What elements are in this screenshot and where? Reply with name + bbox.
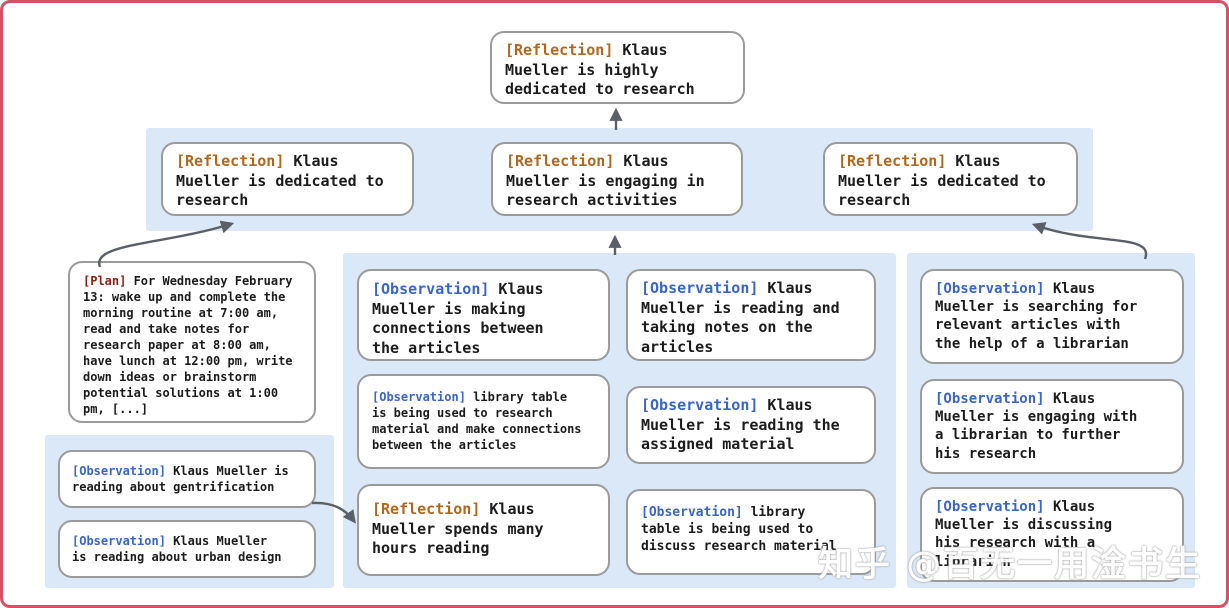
node-text: Klaus Mueller is engaging with a librari…: [935, 391, 1138, 462]
node-text: Klaus Mueller is dedicated to research: [176, 152, 384, 209]
reflection-tag: [Reflection]: [838, 152, 947, 170]
node-plan: [Plan]For Wednesday February 13: wake up…: [68, 261, 316, 423]
reflection-tag: [Reflection]: [505, 41, 614, 59]
node-text: Klaus Mueller is making connections betw…: [372, 280, 544, 357]
node-observation-gentrification: [Observation]Klaus Mueller is reading ab…: [58, 450, 316, 508]
node-reflection-middle: [Reflection]Klaus Mueller is engaging in…: [491, 142, 743, 216]
node-text: Klaus Mueller is dedicated to research: [838, 152, 1046, 209]
observation-tag: [Observation]: [372, 390, 466, 404]
watermark: 知乎 @百无一用淦书生: [818, 545, 1203, 585]
plan-tag: [Plan]: [83, 274, 127, 288]
node-text: Klaus Mueller is engaging in research ac…: [506, 152, 705, 209]
node-text: Klaus Mueller is reading and taking note…: [641, 279, 840, 356]
observation-tag: [Observation]: [641, 396, 759, 414]
node-observation-discussing-research: [Observation]Klaus Mueller is discussing…: [920, 487, 1184, 582]
node-observation-urban-design: [Observation]Klaus Mueller is reading ab…: [58, 520, 316, 578]
node-text: Klaus Mueller is reading the assigned ma…: [641, 396, 840, 453]
observation-tag: [Observation]: [372, 280, 490, 298]
node-observation-library-discuss: [Observation]library table is being used…: [626, 489, 876, 575]
observation-tag: [Observation]: [935, 281, 1045, 297]
observation-tag: [Observation]: [641, 505, 743, 520]
observation-tag: [Observation]: [72, 534, 166, 548]
node-text: Klaus Mueller is highly dedicated to res…: [505, 41, 695, 98]
node-observation-connections: [Observation]Klaus Mueller is making con…: [357, 269, 610, 361]
node-text: Klaus Mueller is reading about urban des…: [72, 534, 282, 564]
node-observation-assigned-material: [Observation]Klaus Mueller is reading th…: [626, 386, 876, 464]
node-text: Klaus Mueller is discussing his research…: [935, 499, 1113, 570]
node-reflection-left: [Reflection]Klaus Mueller is dedicated t…: [161, 142, 414, 216]
observation-tag: [Observation]: [935, 499, 1045, 515]
node-text: Klaus Mueller is searching for relevant …: [935, 281, 1138, 352]
node-observation-library-research: [Observation]library table is being used…: [357, 374, 610, 469]
node-reflection-right: [Reflection]Klaus Mueller is dedicated t…: [823, 142, 1078, 216]
node-observation-taking-notes: [Observation]Klaus Mueller is reading an…: [626, 269, 876, 361]
node-text: Klaus Mueller is reading about gentrific…: [72, 464, 289, 494]
observation-tag: [Observation]: [935, 391, 1045, 407]
reflection-tag: [Reflection]: [372, 500, 481, 518]
node-text: library table is being used to research …: [372, 390, 582, 452]
node-reflection-top: [Reflection]Klaus Mueller is highly dedi…: [490, 31, 745, 104]
node-observation-searching-articles: [Observation]Klaus Mueller is searching …: [920, 269, 1184, 364]
reflection-tag: [Reflection]: [506, 152, 615, 170]
node-text: For Wednesday February 13: wake up and c…: [83, 274, 293, 416]
observation-tag: [Observation]: [641, 279, 759, 297]
reflection-tag: [Reflection]: [176, 152, 285, 170]
node-text: library table is being used to discuss r…: [641, 505, 837, 554]
node-reflection-hours-reading: [Reflection]Klaus Mueller spends many ho…: [357, 484, 610, 576]
observation-tag: [Observation]: [72, 464, 166, 478]
node-observation-engaging-librarian: [Observation]Klaus Mueller is engaging w…: [920, 379, 1184, 474]
node-text: Klaus Mueller spends many hours reading: [372, 500, 544, 557]
